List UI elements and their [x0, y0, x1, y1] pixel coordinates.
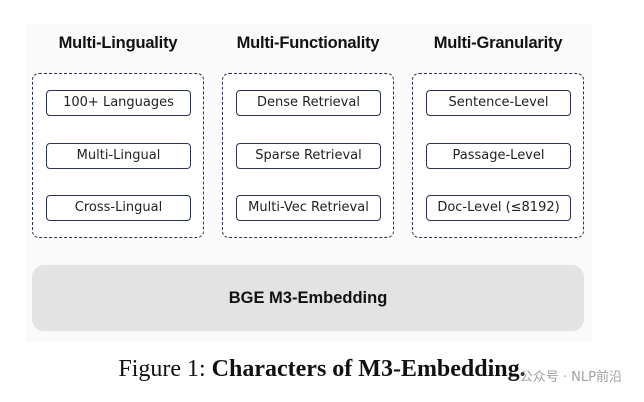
item-multi-lingual: Multi-Lingual — [46, 143, 191, 169]
base-model-box: BGE M3-Embedding — [32, 265, 584, 331]
column-title-multi-functionality: Multi-Functionality — [236, 34, 380, 52]
item-doc-level: Doc-Level (≤8192) — [426, 195, 571, 221]
group-multi-linguality: 100+ Languages Multi-Lingual Cross-Lingu… — [32, 73, 204, 238]
item-multi-vec-retrieval: Multi-Vec Retrieval — [236, 195, 381, 221]
column-title-multi-linguality: Multi-Linguality — [58, 34, 178, 52]
item-passage-level: Passage-Level — [426, 143, 571, 169]
column-title-multi-granularity: Multi-Granularity — [433, 34, 563, 52]
watermark: 公众号 · NLP前沿 — [519, 370, 622, 385]
caption-prefix: Figure 1: — [118, 356, 212, 382]
item-sparse-retrieval: Sparse Retrieval — [236, 143, 381, 169]
item-sentence-level: Sentence-Level — [426, 90, 571, 116]
figure-caption: Figure 1: Characters of M3-Embedding. — [0, 356, 644, 383]
group-multi-functionality: Dense Retrieval Sparse Retrieval Multi-V… — [222, 73, 394, 238]
caption-title: Characters of M3-Embedding. — [211, 356, 526, 382]
item-100-languages: 100+ Languages — [46, 90, 191, 116]
group-multi-granularity: Sentence-Level Passage-Level Doc-Level (… — [412, 73, 584, 238]
item-dense-retrieval: Dense Retrieval — [236, 90, 381, 116]
item-cross-lingual: Cross-Lingual — [46, 195, 191, 221]
